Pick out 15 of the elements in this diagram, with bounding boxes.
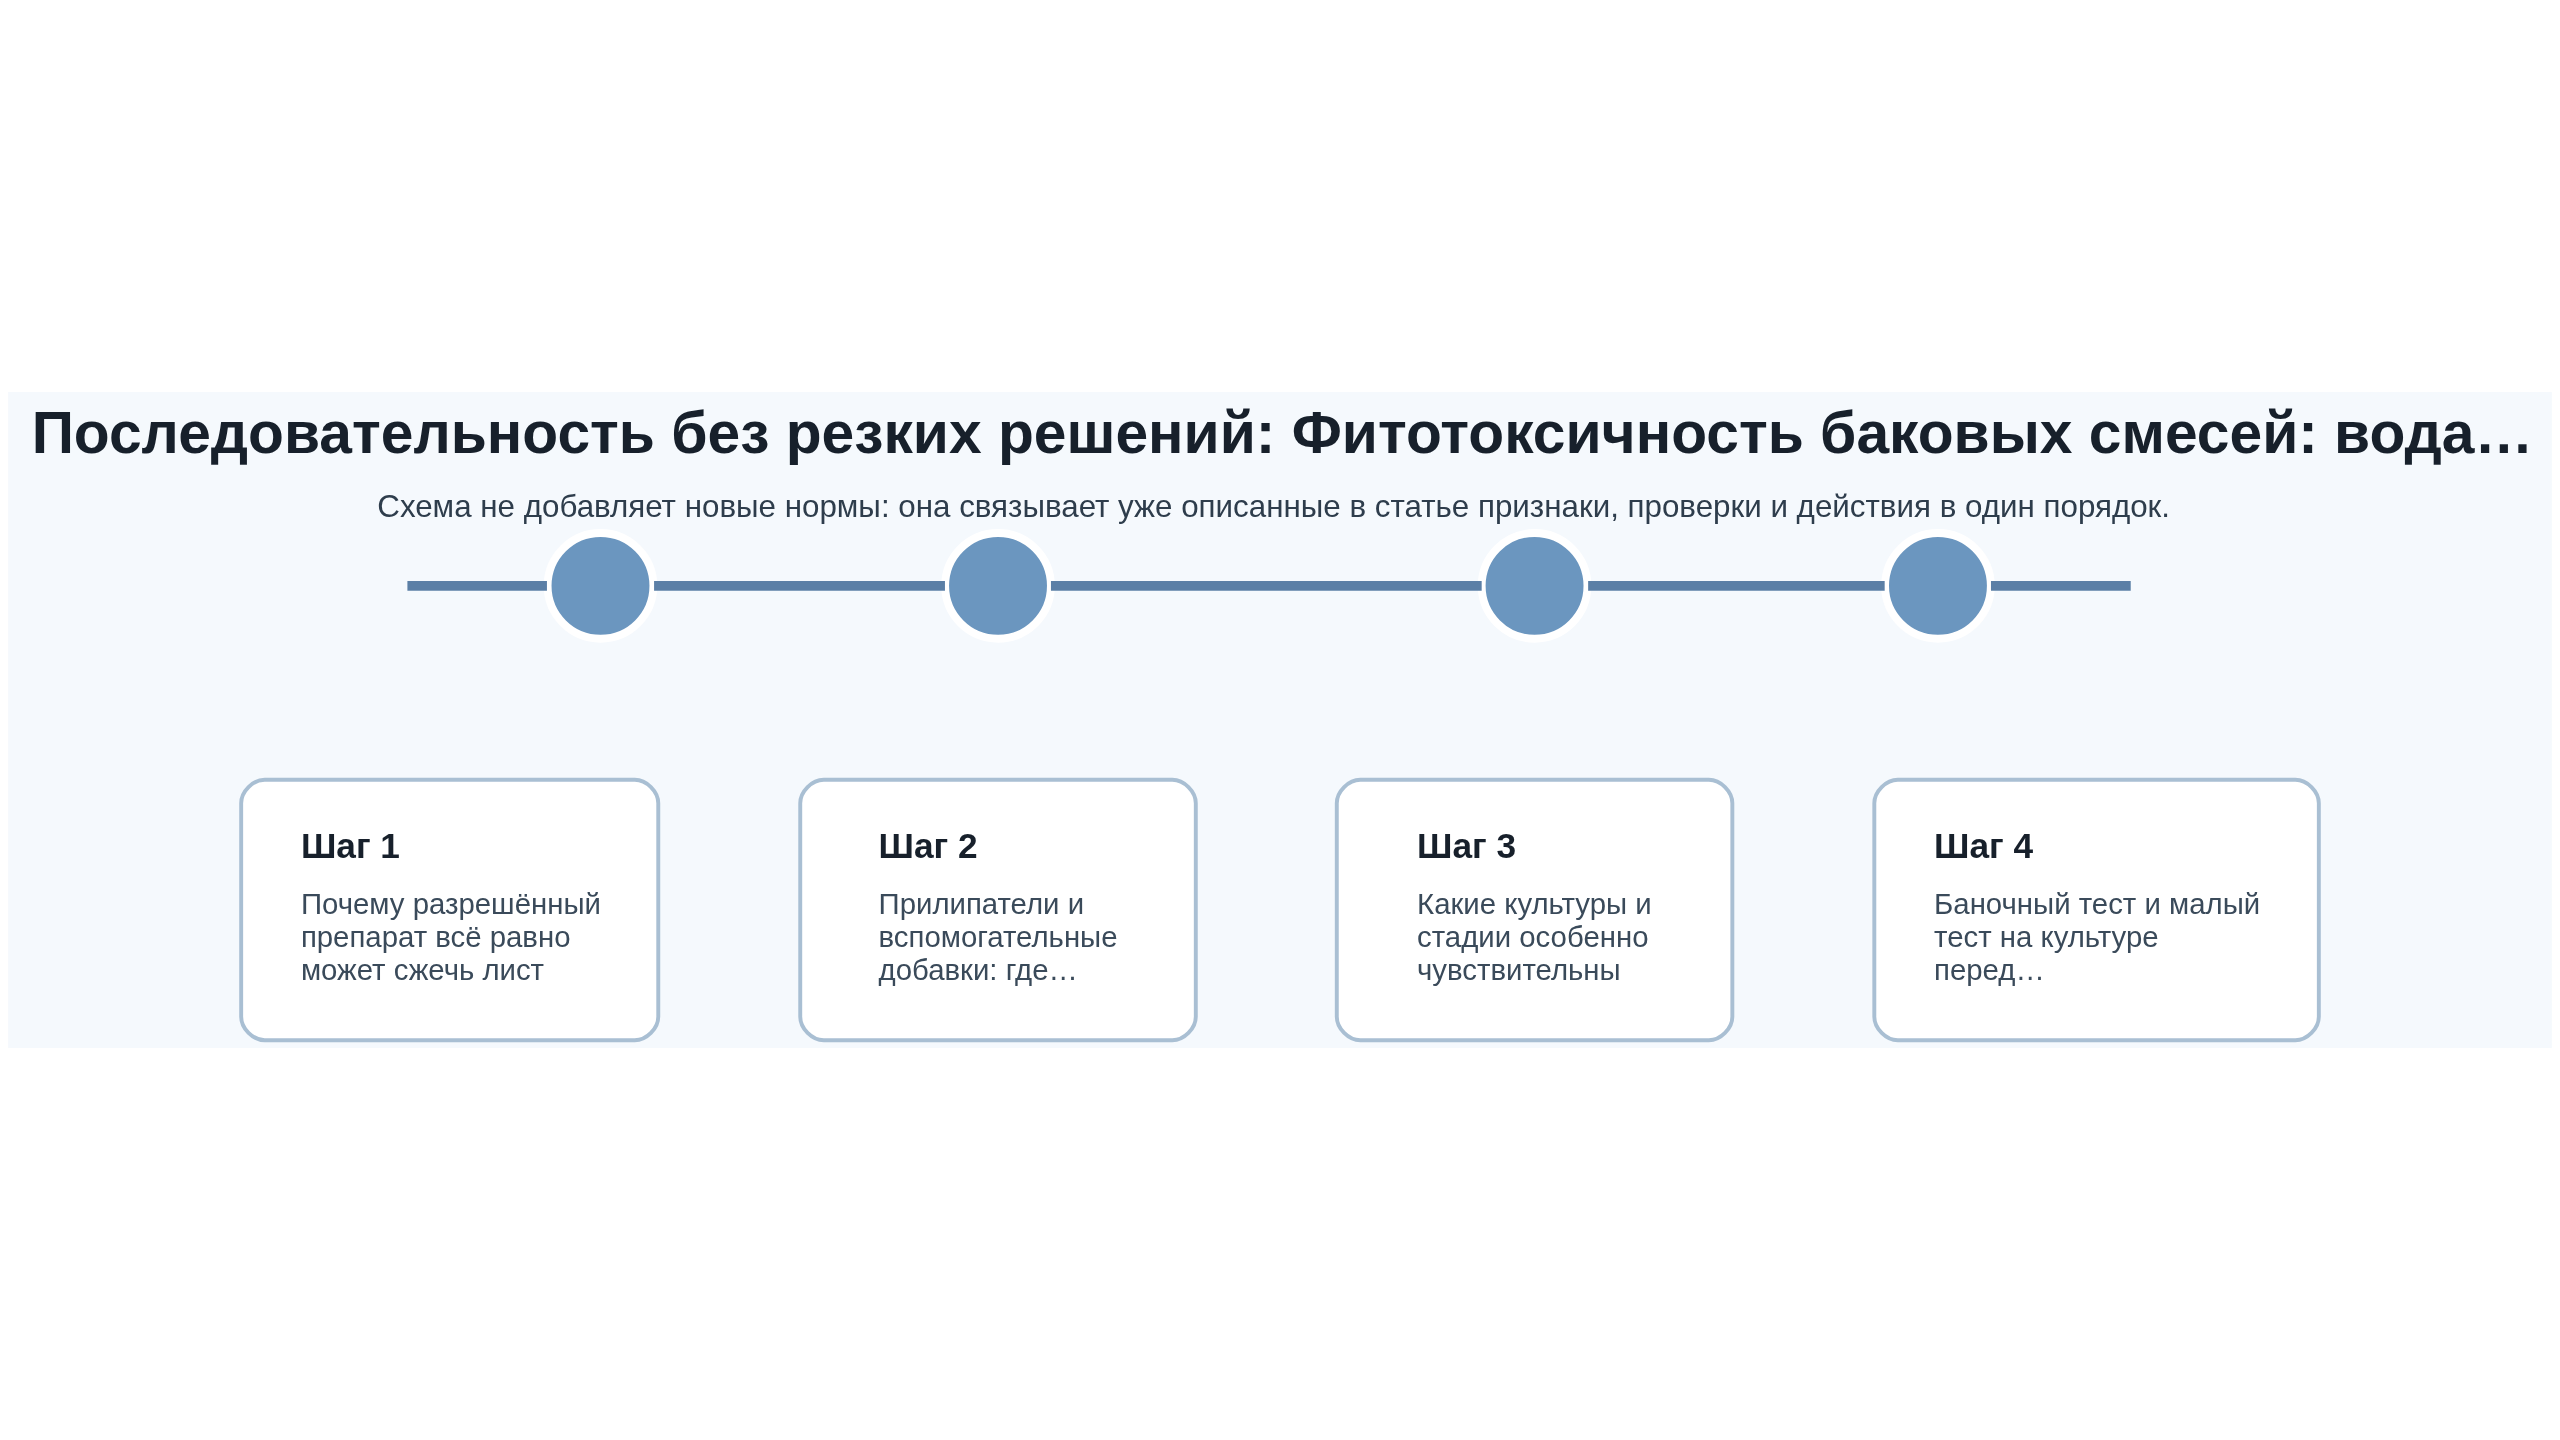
connector: [407, 580, 547, 591]
caption: Схема не добавляет новые нормы: она связывает уже описанные в статье признаки, проверки и действия в один порядок.: [377, 488, 2171, 524]
connector: [654, 580, 945, 591]
connector: [1990, 580, 2131, 591]
node-box: Шаг 3 Какие культуры и стадии особенно чувствительны: [1334, 777, 1735, 1043]
node-circle: [1477, 529, 1592, 643]
node-circle: [1881, 529, 1995, 643]
node-circle: [941, 529, 1055, 643]
node-box: Шаг 1 Почему разрешённый препарат всё равно может сжечь лист: [239, 777, 661, 1043]
node-circle: [543, 529, 658, 643]
diagram-title: Последовательность без резких решений: Фитотоксичность баковых смесей: вода…: [31, 399, 2534, 465]
connector: [1050, 580, 1482, 591]
connector: [1588, 580, 1885, 591]
node-box: Шаг 2 Прилипатели и вспомогательные добавки: где…: [798, 777, 1198, 1043]
node-box: Шаг 4 Баночный тест и малый тест на культуре перед…: [1872, 777, 2321, 1043]
